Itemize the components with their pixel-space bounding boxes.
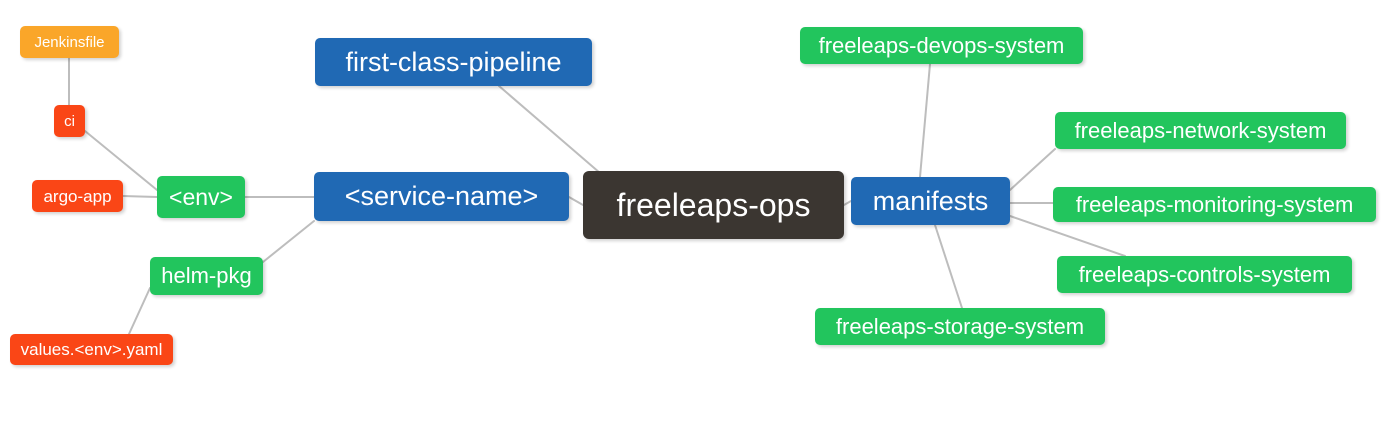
- node-label: manifests: [872, 185, 989, 216]
- node-label: freeleaps-devops-system: [818, 32, 1065, 58]
- node-helm-pkg[interactable]: helm-pkg: [150, 257, 263, 295]
- node-label: helm-pkg: [161, 263, 252, 288]
- node-label: freeleaps-controls-system: [1078, 261, 1331, 287]
- node-label: ci: [64, 112, 75, 130]
- edge-manifests-to-freeleaps-controls-system: [1009, 215, 1126, 257]
- node-argo-app[interactable]: argo-app: [32, 180, 123, 212]
- node-freeleaps-ops[interactable]: freeleaps-ops: [583, 171, 844, 239]
- edge-helm-pkg-to-values-env-yaml: [128, 287, 151, 335]
- edge-freeleaps-ops-to-manifests: [843, 200, 852, 206]
- node-label: <service-name>: [344, 181, 539, 211]
- node-freeleaps-devops-system[interactable]: freeleaps-devops-system: [800, 27, 1083, 64]
- node-label: freeleaps-network-system: [1074, 117, 1327, 143]
- edge-env-to-argo-app: [122, 195, 158, 198]
- edge-manifests-to-freeleaps-devops-system: [919, 63, 931, 178]
- node-freeleaps-storage-system[interactable]: freeleaps-storage-system: [815, 308, 1105, 345]
- node-label: <env>: [169, 183, 233, 210]
- node-manifests[interactable]: manifests: [851, 177, 1010, 225]
- node-env[interactable]: <env>: [157, 176, 245, 218]
- edge-manifests-to-freeleaps-storage-system: [934, 224, 963, 309]
- node-label: Jenkinsfile: [34, 33, 105, 51]
- edge-manifests-to-freeleaps-network-system: [1009, 148, 1056, 191]
- edge-freeleaps-ops-to-first-class-pipeline: [498, 85, 601, 174]
- node-values-env-yaml[interactable]: values.<env>.yaml: [10, 334, 173, 365]
- node-service-name[interactable]: <service-name>: [314, 172, 569, 221]
- edge-service-name-to-helm-pkg: [262, 220, 315, 263]
- node-freeleaps-monitoring-system[interactable]: freeleaps-monitoring-system: [1053, 187, 1376, 222]
- node-ci[interactable]: ci: [54, 105, 85, 137]
- node-jenkinsfile[interactable]: Jenkinsfile: [20, 26, 119, 58]
- node-label: freeleaps-ops: [616, 187, 811, 223]
- node-label: freeleaps-storage-system: [835, 313, 1085, 339]
- node-freeleaps-network-system[interactable]: freeleaps-network-system: [1055, 112, 1346, 149]
- edge-freeleaps-ops-to-service-name: [568, 196, 584, 206]
- node-label: values.<env>.yaml: [20, 340, 163, 359]
- node-label: freeleaps-monitoring-system: [1075, 191, 1354, 217]
- node-first-class-pipeline[interactable]: first-class-pipeline: [315, 38, 592, 86]
- node-freeleaps-controls-system[interactable]: freeleaps-controls-system: [1057, 256, 1352, 293]
- node-label: first-class-pipeline: [345, 46, 562, 77]
- node-label: argo-app: [43, 186, 112, 206]
